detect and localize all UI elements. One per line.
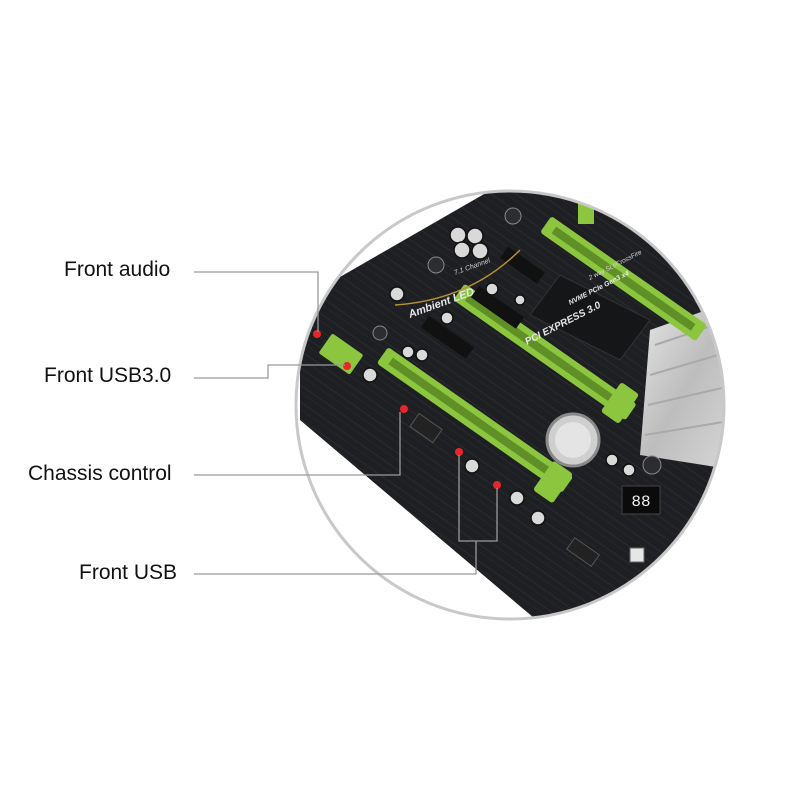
- leader-chassis-control: [194, 412, 401, 476]
- marker-front-audio: [313, 330, 321, 338]
- pin-header: [566, 536, 600, 568]
- callout-front-usb: Front USB: [79, 561, 178, 584]
- leader-front-usb: [194, 541, 477, 575]
- front-usb3-connector: [319, 334, 363, 374]
- fan-header: [504, 207, 522, 225]
- slot-clip: [534, 461, 572, 503]
- magnified-board: Ambient LED 7.1 Channel PCI EXPRESS 3.0 …: [296, 191, 724, 619]
- marker-front-usb-1: [455, 448, 463, 456]
- fan-header: [642, 455, 662, 475]
- tactile-button: [629, 547, 645, 563]
- debug-led-display: [621, 485, 661, 515]
- fan-header: [427, 256, 445, 274]
- pcie-slot-top: [541, 217, 706, 341]
- capacitors: [362, 226, 636, 526]
- marker-front-usb-2: [493, 481, 501, 489]
- cmos-battery-face: [555, 422, 591, 458]
- callout-front-usb3: Front USB3.0: [44, 364, 172, 387]
- pcie-x1-slot: [470, 285, 524, 329]
- pcie-x1-slot: [499, 246, 545, 284]
- marker-chassis-control: [400, 405, 408, 413]
- marker-front-usb3: [343, 362, 351, 370]
- pcie-slot-middle: [454, 284, 636, 420]
- leader-front-usb3: [194, 364, 345, 379]
- slot-clip: [601, 383, 639, 423]
- debug-code: 88: [631, 493, 650, 511]
- ambient-led-trace: [394, 249, 521, 306]
- leader-lines: [194, 271, 498, 575]
- callout-chassis-control: Chassis control: [28, 462, 172, 485]
- fan-header: [372, 325, 388, 341]
- m2-slot: [529, 274, 651, 361]
- pcie-x1-slot: [420, 315, 474, 359]
- pcie-slot-bottom: [377, 348, 573, 492]
- magnifier-ring: [294, 189, 726, 621]
- leader-front-usb-bracket: [458, 455, 498, 542]
- callout-front-audio: Front audio: [64, 258, 171, 281]
- pin-header: [409, 412, 443, 444]
- leader-front-audio: [194, 271, 319, 332]
